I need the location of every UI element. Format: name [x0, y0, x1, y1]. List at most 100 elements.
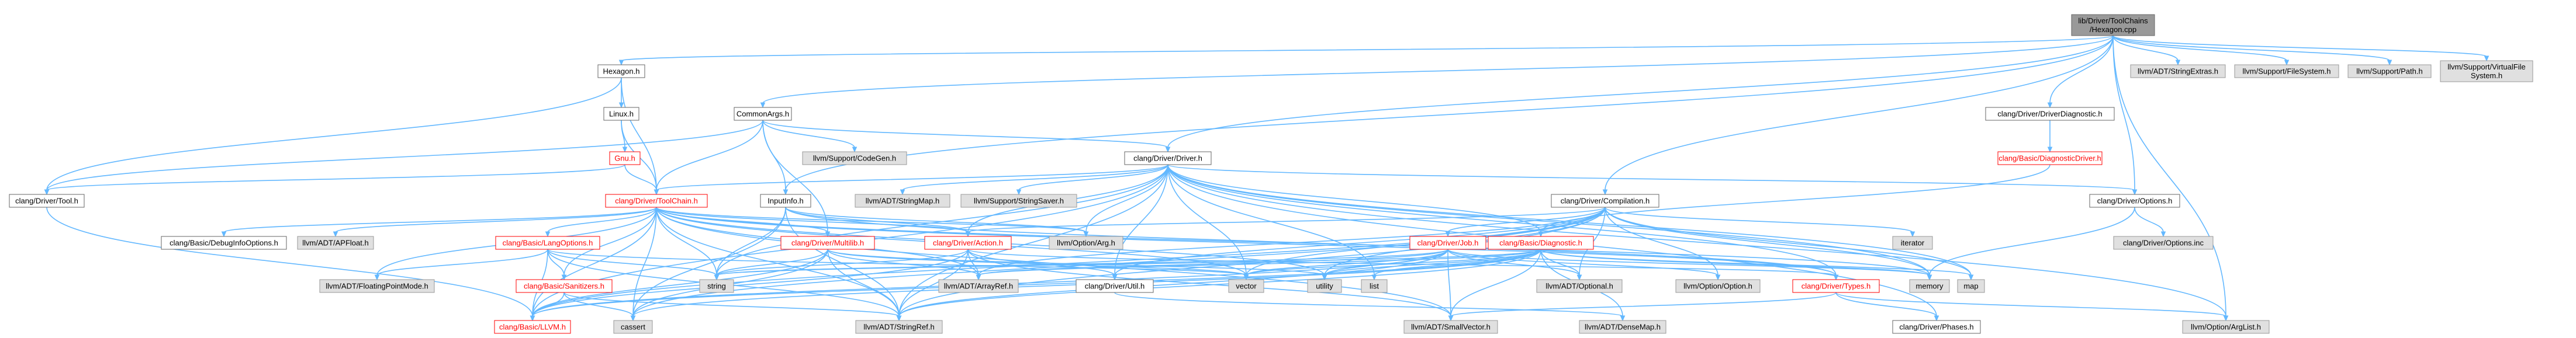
node-filesystem-h[interactable]: llvm/Support/FileSystem.h — [2234, 64, 2339, 78]
node-sanitizers-h[interactable]: clang/Basic/Sanitizers.h — [516, 279, 613, 293]
node-utility[interactable]: utility — [1307, 279, 1342, 293]
node-optionarg-h[interactable]: llvm/Option/Arg.h — [1049, 236, 1123, 250]
node-label: llvm/ADT/FloatingPointMode.h — [326, 282, 428, 291]
node-box — [2234, 64, 2339, 78]
edge-hexagon_h-to-toolchain_h — [621, 77, 657, 191]
edge-root-to-hexagon_h — [621, 35, 2114, 61]
edge-arrowhead — [44, 189, 50, 196]
node-path-h[interactable]: llvm/Support/Path.h — [2347, 64, 2432, 78]
edge-inputinfo_h-to-string — [716, 207, 786, 276]
edge-compilation_h-to-option_h — [1605, 207, 1719, 276]
node-box — [161, 236, 287, 250]
node-smallvector-h[interactable]: llvm/ADT/SmallVector.h — [1403, 320, 1498, 334]
node-stringsaver-h[interactable]: llvm/Support/StringSaver.h — [960, 194, 1077, 208]
edge-arrowhead — [1445, 231, 1451, 238]
node-driverdiag-h[interactable]: clang/Driver/DriverDiagnostic.h — [1985, 107, 2115, 121]
node-box — [960, 194, 1077, 208]
node-diagnostic-h[interactable]: clang/Basic/Diagnostic.h — [1488, 236, 1594, 250]
edge-root-to-driverdiag_h — [2049, 35, 2114, 104]
node-multilib-h[interactable]: clang/Driver/Multilib.h — [780, 236, 875, 250]
edge-util_h-to-densemap_h — [1114, 292, 1623, 317]
edge-compilation_h-to-llvm_h — [532, 207, 1606, 317]
node-root[interactable]: lib/Driver/ToolChains/Hexagon.cpp — [2071, 14, 2155, 36]
node-string[interactable]: string — [699, 279, 734, 293]
edge-arrowhead — [618, 102, 624, 109]
node-toolchain-h[interactable]: clang/Driver/ToolChain.h — [605, 194, 708, 208]
edge-arrowhead — [900, 189, 905, 196]
edge-root-to-vfs_h — [2112, 35, 2487, 57]
edge-arrowhead — [1243, 274, 1249, 281]
node-llvm-h[interactable]: clang/Basic/LLVM.h — [494, 320, 571, 334]
edge-driver_h-to-optionarg_h — [1085, 164, 1168, 233]
node-commonargs-h[interactable]: CommonArgs.h — [734, 107, 792, 121]
node-apfloat-h[interactable]: llvm/ADT/APFloat.h — [297, 236, 374, 250]
edge-diagnostic_h-to-optional_h — [1540, 249, 1580, 276]
node-action-h[interactable]: clang/Driver/Action.h — [924, 236, 1012, 250]
node-gnu-h[interactable]: Gnu.h — [609, 151, 641, 165]
node-label: llvm/ADT/Optional.h — [1545, 282, 1613, 291]
node-box — [1892, 320, 1981, 334]
node-box — [780, 236, 875, 250]
node-label: clang/Driver/Multilib.h — [791, 239, 864, 248]
node-memory[interactable]: memory — [1909, 279, 1950, 293]
node-stringmap-h[interactable]: llvm/ADT/StringMap.h — [855, 194, 950, 208]
edge-commonargs_h-to-multilib_h — [762, 120, 828, 233]
node-options-inc[interactable]: clang/Driver/Options.inc — [2113, 236, 2214, 250]
node-box — [2089, 194, 2180, 208]
node-fpmode-h[interactable]: llvm/ADT/FloatingPointMode.h — [319, 279, 435, 293]
node-langoptions-h[interactable]: clang/Basic/LangOptions.h — [495, 236, 600, 250]
node-hexagon-h[interactable]: Hexagon.h — [597, 64, 645, 78]
edge-toolchain_h-to-debuginfo_h — [223, 207, 657, 233]
node-codegen-h[interactable]: llvm/Support/CodeGen.h — [802, 151, 907, 165]
node-list[interactable]: list — [1361, 279, 1388, 293]
node-compilation-h[interactable]: clang/Driver/Compilation.h — [1551, 194, 1659, 208]
edge-diagnostic_h-to-list — [1374, 249, 1541, 276]
node-cassert[interactable]: cassert — [613, 320, 653, 334]
node-job-h[interactable]: clang/Driver/Job.h — [1409, 236, 1486, 250]
node-debuginfo-h[interactable]: clang/Basic/DebugInfoOptions.h — [161, 236, 287, 250]
node-tool-h[interactable]: clang/Driver/Tool.h — [9, 194, 85, 208]
edge-arrowhead — [374, 274, 380, 281]
edge-driver_h-to-toolchain_h — [656, 164, 1168, 191]
node-diagdriver-h[interactable]: clang/Basic/DiagnosticDriver.h — [1997, 151, 2103, 165]
edge-arrowhead — [1371, 274, 1377, 281]
node-arrayref-h[interactable]: llvm/ADT/ArrayRef.h — [938, 279, 1019, 293]
node-label: llvm/Option/Option.h — [1683, 282, 1752, 291]
node-driver-h[interactable]: clang/Driver/Driver.h — [1124, 151, 1212, 165]
edge-arrowhead — [1715, 274, 1721, 281]
node-types-h[interactable]: clang/Driver/Types.h — [1792, 279, 1880, 293]
node-vector[interactable]: vector — [1228, 279, 1264, 293]
node-densemap-h[interactable]: llvm/ADT/DenseMap.h — [1579, 320, 1666, 334]
node-util-h[interactable]: clang/Driver/Util.h — [1076, 279, 1154, 293]
edge-arrowhead — [1576, 274, 1582, 281]
edge-compilation_h-to-memory — [1605, 207, 1930, 276]
node-box — [1488, 236, 1594, 250]
node-options-h[interactable]: clang/Driver/Options.h — [2089, 194, 2180, 208]
node-stringref-h[interactable]: llvm/ADT/StringRef.h — [855, 320, 943, 334]
node-box — [1892, 236, 1933, 250]
node-iterator[interactable]: iterator — [1892, 236, 1933, 250]
node-map[interactable]: map — [1957, 279, 1985, 293]
node-phases-h[interactable]: clang/Driver/Phases.h — [1892, 320, 1981, 334]
node-label: llvm/ADT/StringExtras.h — [2138, 67, 2218, 76]
edge-arrowhead — [622, 147, 628, 153]
edge-job_h-to-smallvector_h — [1447, 249, 1451, 317]
node-box — [494, 320, 571, 334]
node-inputinfo-h[interactable]: InputInfo.h — [760, 194, 811, 208]
edge-diagnostic_h-to-smallvector_h — [1450, 249, 1541, 317]
edge-diagnostic_h-to-memory — [1540, 249, 1930, 276]
edge-arrowhead — [2160, 231, 2166, 238]
node-label: utility — [1316, 282, 1333, 291]
edge-types_h-to-phases_h — [1835, 292, 1937, 317]
node-stringextras-h[interactable]: llvm/ADT/StringExtras.h — [2130, 64, 2226, 78]
node-arglist-h[interactable]: llvm/Option/ArgList.h — [2182, 320, 2270, 334]
node-option-h[interactable]: llvm/Option/Option.h — [1675, 279, 1761, 293]
node-label: clang/Driver/Options.inc — [2123, 239, 2204, 248]
node-optional-h[interactable]: llvm/ADT/Optional.h — [1536, 279, 1623, 293]
edge-arrowhead — [783, 189, 789, 196]
node-box — [1307, 279, 1342, 293]
edge-compilation_h-to-iterator — [1605, 207, 1913, 233]
node-linux-h[interactable]: Linux.h — [603, 107, 639, 121]
edge-toolchain_h-to-sanitizers_h — [563, 207, 657, 276]
